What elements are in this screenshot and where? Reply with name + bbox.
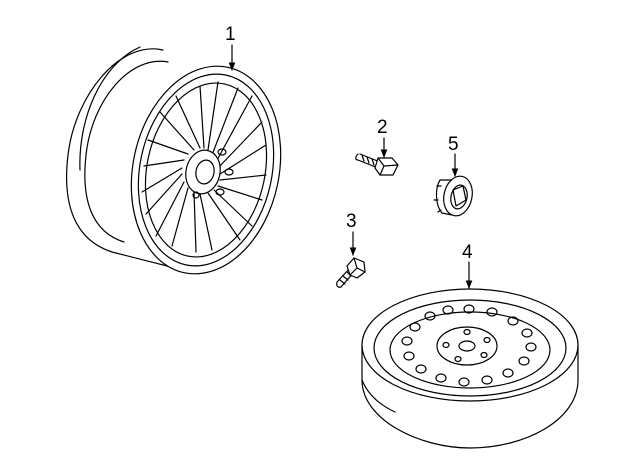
callout-5: 5	[448, 134, 459, 155]
spare-wheel-holes	[401, 304, 537, 387]
center-cap[interactable]	[433, 174, 476, 219]
callout-3: 3	[346, 211, 357, 232]
alloy-wheel[interactable]	[66, 46, 300, 288]
callout-1: 1	[225, 24, 236, 45]
callout-4: 4	[462, 242, 473, 263]
spare-wheel[interactable]	[361, 288, 579, 449]
callout-2: 2	[377, 117, 388, 138]
wheel-bolt[interactable]	[355, 153, 399, 176]
wheel-bolt-locking[interactable]	[336, 257, 366, 288]
